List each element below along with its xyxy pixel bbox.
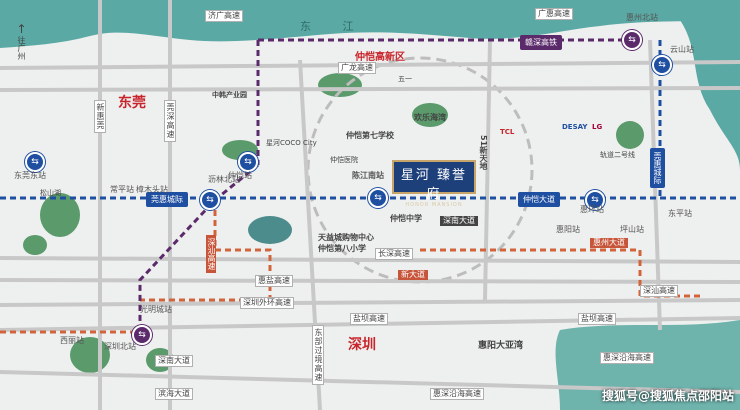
metro-purple-line <box>138 38 640 340</box>
poi-tianyi[interactable]: 天益城购物中心 <box>318 233 374 242</box>
highway-hui-dong-v[interactable]: 莞深高速 <box>164 100 176 142</box>
station-guangming[interactable]: 光明城站 <box>140 305 172 314</box>
highway-shenzhen-outer[interactable]: 深圳外环高速 <box>240 297 294 309</box>
road-xingdazhong[interactable]: 新大道 <box>398 270 428 280</box>
project-name: 星河 臻誉府 <box>400 168 468 202</box>
watermark: 搜狐号@搜狐焦点邵阳站 <box>601 389 734 403</box>
station-dongguan-east-icon[interactable]: ⇆ <box>25 152 45 172</box>
metro-ganshen-label[interactable]: 赣深高铁 <box>520 35 562 50</box>
poi-lg[interactable]: LG <box>592 123 603 131</box>
highway-line-v[interactable]: 新惠莞 <box>94 100 106 133</box>
road-shennan[interactable]: 深南大道 <box>155 355 193 367</box>
compass-label: 往广州 <box>17 36 26 60</box>
project-marker[interactable]: 星河 臻誉府 HONOR MANSION <box>392 160 476 208</box>
station-zhongkai-icon[interactable]: ⇆ <box>238 152 258 172</box>
poi-desay[interactable]: DESAY <box>562 123 588 131</box>
station-yunshan[interactable]: 云山站 <box>670 45 694 54</box>
station-yunshan-icon[interactable]: ⇆ <box>652 55 672 75</box>
radius-ring <box>306 56 534 284</box>
poi-zhongkai-7[interactable]: 仲恺第七学校 <box>346 131 394 140</box>
highway-changshen[interactable]: 长深高速 <box>375 248 413 260</box>
road-shennan-2[interactable]: 深南大道 <box>440 216 478 226</box>
highway-huishen-coast[interactable]: 惠深沿海高速 <box>430 388 484 400</box>
park-1 <box>40 193 80 237</box>
highway-huiyan[interactable]: 惠盐高速 <box>255 275 293 287</box>
poi-zhongkai-8[interactable]: 仲恺第八小学 <box>318 244 366 253</box>
station-lishui[interactable]: 沥林北站 <box>208 175 240 184</box>
station-huihuan-icon[interactable]: ⇆ <box>585 190 605 210</box>
metro-guanhui-label[interactable]: 莞惠城际 <box>146 192 188 207</box>
station-zhangmutou[interactable]: 樟木头站 <box>136 185 168 194</box>
station-pingshan[interactable]: 坪山站 <box>620 225 644 234</box>
highway-yanba-2[interactable]: 盐坝高速 <box>578 313 616 325</box>
metro-zhongkai-label[interactable]: 仲恺大道 <box>518 192 560 207</box>
poi-tcl[interactable]: TCL <box>500 128 515 136</box>
park-9 <box>23 235 47 255</box>
station-zhongkai[interactable]: 仲恺站 <box>228 171 252 180</box>
poi-huanle[interactable]: 欢乐海湾 <box>414 113 446 122</box>
highway-huishen-coast-2[interactable]: 惠深沿海高速 <box>600 352 654 364</box>
station-shenzhen-north[interactable]: 深圳北站 <box>104 342 136 351</box>
station-huizhou-north[interactable]: 惠州北站 <box>626 13 658 22</box>
poi-wuyi[interactable]: 五一 <box>398 75 412 83</box>
park-4 <box>248 216 292 244</box>
park-8 <box>616 121 644 149</box>
highway-yanba[interactable]: 盐坝高速 <box>350 313 388 325</box>
road-shenshan-v[interactable]: 深汕高速 <box>206 235 216 273</box>
station-huihuan[interactable]: 惠环站 <box>580 205 604 214</box>
poi-zhongkai-hs[interactable]: 仲恺中学 <box>390 214 422 223</box>
district-xinggao: 仲恺高新区 <box>355 52 405 63</box>
station-dongping[interactable]: 东平站 <box>668 209 692 218</box>
station-dongguan-east[interactable]: 东莞东站 <box>14 171 46 180</box>
city-dongguan: 东莞 <box>118 95 146 111</box>
station-huiyang[interactable]: 惠阳站 <box>556 225 580 234</box>
poi-xintiandi[interactable]: 51新天地 <box>479 135 488 171</box>
station-shenzhen-north-icon[interactable]: ⇆ <box>132 325 152 345</box>
river-label: 东 江 <box>300 20 368 33</box>
station-changping[interactable]: 常平站 <box>110 185 134 194</box>
north-arrow-icon: ↑ <box>16 22 27 36</box>
highway-donghua[interactable]: 东部过境高速 <box>312 325 324 385</box>
road-binhai[interactable]: 滨海大道 <box>155 388 193 400</box>
poi-songshan[interactable]: 松山湖 <box>40 189 61 197</box>
river-east <box>680 20 740 170</box>
poi-xinghe-mall[interactable]: 星河COCO City <box>266 139 317 147</box>
poi-line2[interactable]: 轨道二号线 <box>600 151 635 159</box>
highway-jiguang[interactable]: 济广高速 <box>205 10 243 22</box>
poi-zhongkai-hospital[interactable]: 仲恺医院 <box>330 156 358 164</box>
highway-shenshan[interactable]: 深汕高速 <box>640 285 678 297</box>
project-subtitle: HONOR MANSION <box>405 202 463 208</box>
highway-guanglong[interactable]: 广龙高速 <box>338 62 376 74</box>
station-chenjiang-south[interactable]: 陈江南站 <box>352 171 384 180</box>
station-chenjiang-south-icon[interactable]: ⇆ <box>368 188 388 208</box>
station-huizhou-north-icon[interactable]: ⇆ <box>622 30 642 50</box>
station-lishui-icon[interactable]: ⇆ <box>200 190 220 210</box>
park-5 <box>412 103 448 127</box>
city-shenzhen: 深圳 <box>348 337 376 353</box>
poi-zhonghan[interactable]: 中韩产业园 <box>212 91 247 99</box>
highway-guanghui[interactable]: 广惠高速 <box>535 8 573 20</box>
road-hui-zhou-ave[interactable]: 惠州大道 <box>590 238 628 248</box>
poi-huiyang-bay[interactable]: 惠阳大亚湾 <box>478 341 524 351</box>
station-xili[interactable]: 西丽站 <box>60 336 84 345</box>
compass: ↑ 往广州 <box>16 22 27 60</box>
metro-guanhui-v-label[interactable]: 莞惠城际 <box>650 148 665 188</box>
